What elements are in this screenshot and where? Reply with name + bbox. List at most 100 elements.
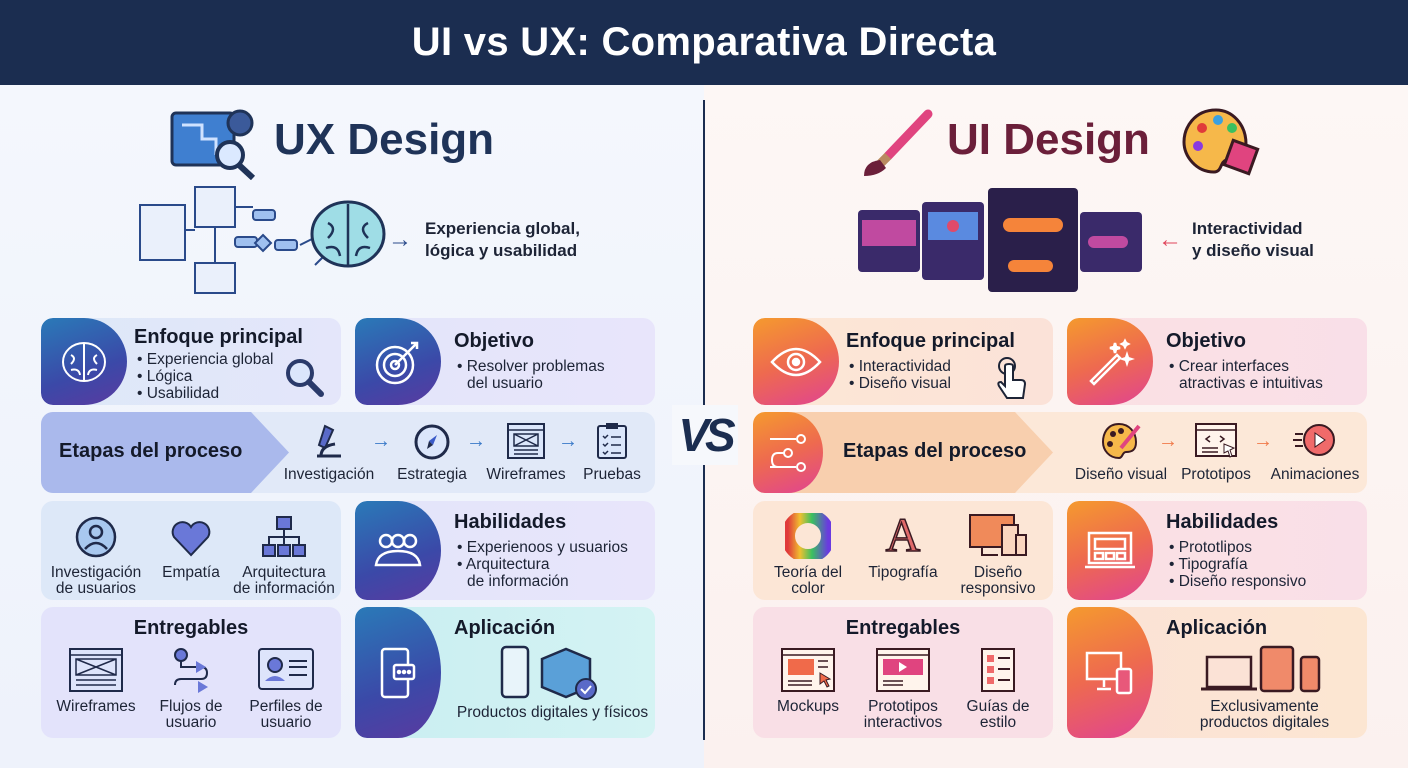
team-icon	[355, 501, 441, 600]
ux-flow-illustration	[135, 185, 385, 300]
ux-aplicacion-card: Aplicación Productos digitales y físicos	[355, 607, 655, 738]
wireframe-icon	[69, 648, 123, 692]
interactive-prototype-icon	[876, 648, 930, 692]
label: Wireframes	[486, 466, 566, 483]
card-text: Productos digitales y físicos	[456, 704, 649, 721]
deliverable-mockups: Mockups	[753, 647, 863, 715]
ui-etapas-card: Etapas del proceso Diseño visual → Proto…	[753, 412, 1367, 493]
brain-icon	[41, 318, 127, 405]
color-wheel-icon	[785, 513, 831, 559]
ui-enfoque-card: Enfoque principal InteractividadDiseño v…	[753, 318, 1053, 405]
bullet: Diseño responsivo	[1169, 573, 1307, 590]
arrow-icon: →	[466, 430, 486, 452]
ux-entregables-card: Entregables Wireframes Flujos de usuario…	[41, 607, 341, 738]
card-title: Enfoque principal	[846, 330, 1015, 352]
ui-skills-icons-card: Teoría del color A Tipografía Diseño resp…	[753, 501, 1053, 600]
bullet-list: Resolver problemas del usuario	[457, 358, 605, 392]
ui-tagline: Interactividad y diseño visual	[1192, 219, 1314, 260]
step-diseno-visual: Diseño visual	[1071, 422, 1171, 484]
vs-label: VS	[672, 405, 738, 465]
ux-etapas-card: Etapas del proceso Investigación → Estra…	[41, 412, 655, 493]
tap-hand-icon	[995, 356, 1029, 405]
card-title: Objetivo	[454, 330, 535, 352]
card-title: Etapas del proceso	[59, 440, 243, 462]
label: Estrategia	[397, 466, 467, 483]
bullet-list: InteractividadDiseño visual	[849, 358, 951, 392]
target-icon	[355, 318, 441, 405]
skill-user-research: Investigación de usuarios	[41, 515, 151, 597]
responsive-devices-icon	[969, 514, 1027, 556]
arrow-icon: →	[1253, 430, 1273, 452]
palette-icon	[1180, 106, 1262, 183]
play-motion-icon	[1293, 424, 1335, 456]
typography-icon: A	[885, 509, 921, 562]
label: Investigación de usuarios	[50, 564, 142, 597]
bullet: Lógica	[137, 368, 273, 385]
bullet: Diseño visual	[849, 375, 951, 392]
bullet-list: Experienoos y usuariosArquitectura de in…	[457, 539, 628, 590]
bullet: Tipografía	[1169, 556, 1306, 573]
label: Prototipos	[1181, 466, 1251, 483]
skill-empatia: Empatía	[136, 515, 246, 581]
arrow-right-icon: →	[388, 226, 412, 253]
arrow-left-icon: ←	[1158, 226, 1182, 253]
label: Diseño responsivo	[960, 564, 1036, 597]
card-title: Habilidades	[1166, 511, 1279, 533]
arrow-icon: →	[371, 430, 391, 452]
step-prototipos: Prototipos	[1166, 422, 1266, 484]
label: Animaciones	[1270, 466, 1360, 483]
deliverable-perfiles: Perfiles de usuario	[231, 647, 341, 731]
label: Tipografía	[868, 564, 938, 581]
sitemap-icon	[262, 516, 306, 557]
blueprint-gear-icon	[168, 105, 263, 185]
bullet: Resolver problemas del usuario	[457, 358, 605, 392]
card-title: Habilidades	[454, 511, 567, 533]
phone-chat-icon	[355, 607, 441, 738]
arrow-icon: →	[1158, 430, 1178, 452]
skill-teoria-color: Teoría del color	[753, 513, 863, 597]
label: Guías de estilo	[966, 698, 1030, 731]
eye-icon	[753, 318, 839, 405]
card-text: Exclusivamente productos digitales	[1199, 698, 1330, 731]
header-bar: UI vs UX: Comparativa Directa	[0, 0, 1408, 85]
card-title: Enfoque principal	[134, 326, 303, 348]
clipboard-icon	[597, 423, 627, 459]
code-window-icon	[1195, 423, 1237, 458]
devices-icon	[1199, 645, 1329, 700]
ux-objetivo-card: Objetivo Resolver problemas del usuario	[355, 318, 655, 405]
flow-icon	[174, 648, 209, 693]
chevron-banner	[41, 412, 289, 493]
ux-enfoque-card: Enfoque principal Experiencia globalLógi…	[41, 318, 341, 405]
paintbrush-icon	[858, 108, 938, 183]
card-title: Entregables	[845, 617, 961, 639]
bullet: Arquitectura de información	[457, 556, 628, 590]
ui-screens-illustration	[858, 188, 1148, 303]
bullet: Experienoos y usuarios	[457, 539, 628, 556]
microscope-icon	[317, 424, 341, 458]
card-title: Objetivo	[1166, 330, 1247, 352]
heart-icon	[171, 521, 211, 557]
mockup-icon	[781, 648, 835, 692]
label: Teoría del color	[773, 564, 843, 597]
skill-diseno-responsivo: Diseño responsivo	[943, 513, 1053, 597]
step-investigacion: Investigación	[279, 422, 379, 484]
label: Empatía	[162, 564, 220, 581]
user-circle-icon	[75, 516, 117, 558]
bullet-list: Crear interfaces atractivas e intuitivas	[1169, 358, 1323, 392]
laptop-layout-icon	[1067, 501, 1153, 600]
bullet: Experiencia global	[137, 351, 274, 368]
bullet-list: PrototliposTipografíaDiseño responsivo	[1169, 539, 1306, 590]
ui-objetivo-card: Objetivo Crear interfaces atractivas e i…	[1067, 318, 1367, 405]
ui-aplicacion-card: Aplicación Exclusivamente productos digi…	[1067, 607, 1367, 738]
deliverable-guias-estilo: Guías de estilo	[943, 647, 1053, 731]
ui-habilidades-card: Habilidades PrototliposTipografíaDiseño …	[1067, 501, 1367, 600]
deliverable-wireframes: Wireframes	[41, 647, 151, 715]
bullet: Prototlipos	[1169, 539, 1306, 556]
ux-habilidades-card: Habilidades Experienoos y usuariosArquit…	[355, 501, 655, 600]
deliverable-prototipos: Prototipos interactivos	[848, 647, 958, 731]
card-title: Aplicación	[454, 617, 556, 639]
skill-arquitectura: Arquitectura de información	[229, 515, 339, 597]
process-flow-icon	[753, 412, 823, 493]
palette-icon	[1101, 422, 1141, 460]
magic-wand-icon	[1067, 318, 1153, 405]
